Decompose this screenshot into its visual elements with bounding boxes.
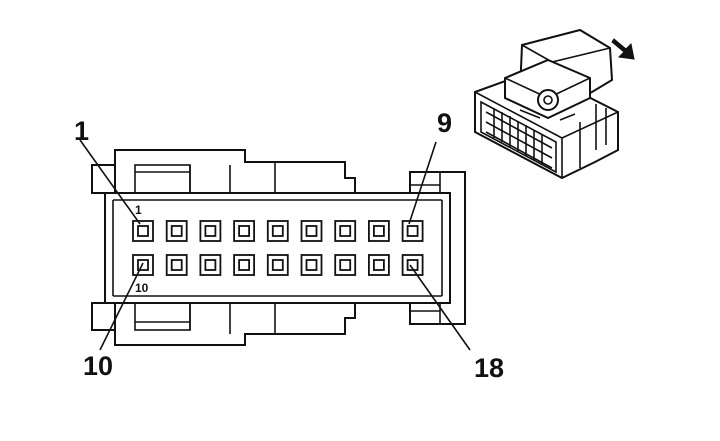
pin-cavity	[233, 220, 256, 242]
pin-cavity	[165, 220, 188, 242]
connector-isometric-view	[474, 28, 619, 180]
pin-cavity	[233, 254, 256, 276]
pin-cavity	[132, 254, 154, 276]
arrow-icon	[611, 38, 635, 60]
callout-pin9: 9	[437, 108, 452, 138]
leader-pin18	[409, 264, 471, 351]
pin-cavity	[334, 254, 357, 276]
pin-cavity	[300, 220, 323, 242]
pin-cavity	[165, 254, 188, 276]
callout-pin10: 10	[83, 351, 113, 381]
pin-cavity	[132, 220, 154, 242]
pin-cavity	[401, 254, 424, 276]
pin-cavity	[199, 254, 222, 276]
leader-pin9	[408, 141, 437, 225]
leader-lines	[79, 139, 471, 351]
pin-cavity	[367, 220, 390, 242]
pin-cavity	[334, 220, 357, 242]
pin10-marker: 10	[135, 281, 149, 295]
pin-cavity	[199, 220, 222, 242]
iso-pin-grid	[485, 108, 553, 169]
pin-cavity	[401, 220, 424, 242]
callout-pin18: 18	[474, 353, 504, 383]
connector-face: 1 10	[91, 149, 466, 346]
leader-pin1	[79, 139, 141, 225]
pin-cavity	[266, 220, 289, 242]
leader-pin10	[99, 262, 144, 351]
pin-cavity	[300, 254, 323, 276]
callout-pin1: 1	[74, 116, 89, 146]
pin-cavities	[132, 220, 424, 276]
pin1-marker: 1	[135, 203, 142, 217]
pin-cavity	[266, 254, 289, 276]
pin-cavity	[367, 254, 390, 276]
